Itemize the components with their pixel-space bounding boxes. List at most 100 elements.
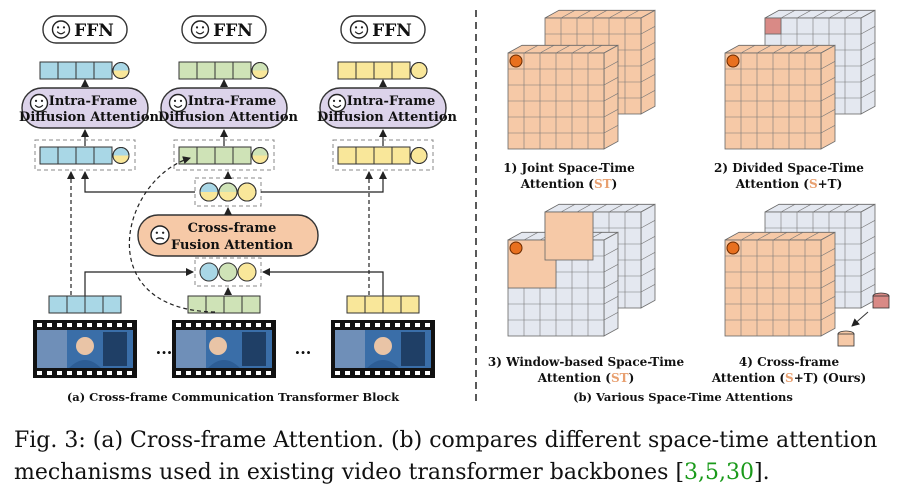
token-cell [196, 61, 216, 80]
label-part: S [809, 177, 818, 191]
intra-line1: Intra-Frame [188, 94, 277, 109]
film-hole [176, 371, 181, 375]
film-hole [415, 323, 420, 327]
variant-label-line2: Attention (S+T) (Ours) [711, 371, 866, 385]
front-frame [724, 231, 836, 337]
film-hole [425, 371, 430, 375]
label-part: T [620, 371, 629, 385]
token-cell [373, 146, 393, 165]
token-cell [232, 61, 252, 80]
token-circle-half [113, 70, 129, 79]
film-hole [127, 371, 132, 375]
token-cell [57, 61, 77, 80]
ffn-label: FFN [213, 21, 253, 41]
film-hole [355, 323, 360, 327]
intra-line1: Intra-Frame [49, 94, 138, 109]
token-cell [223, 295, 243, 314]
film-hole [117, 371, 122, 375]
token-cell [57, 146, 77, 165]
ffn-label: FFN [74, 21, 114, 41]
intra-frame-attention-box [319, 87, 447, 129]
label-part: S [611, 371, 620, 385]
fused-circles [194, 177, 262, 207]
film-hole [385, 323, 390, 327]
token-cell [241, 295, 261, 314]
child-face [76, 337, 94, 355]
film-hole [395, 371, 400, 375]
film-hole [57, 371, 62, 375]
film-hole [415, 371, 420, 375]
variant-4 [724, 203, 890, 347]
label-part: ) [612, 177, 618, 191]
arrow-to-col3 [261, 171, 387, 193]
label-part: Attention ( [537, 371, 612, 385]
film-hole [375, 323, 380, 327]
panel-a-caption: (a) Cross-frame Communication Transforme… [67, 390, 400, 404]
film-hole [365, 323, 370, 327]
variant-2 [724, 9, 876, 150]
smiley-icon [168, 93, 188, 113]
front-frame [507, 44, 619, 150]
film-hole [196, 371, 201, 375]
film-hole [117, 323, 122, 327]
film-hole [107, 371, 112, 375]
film-hole [87, 323, 92, 327]
intra-frame-attention-box [160, 87, 288, 129]
input-circle [218, 262, 238, 282]
label-part: ) [837, 177, 843, 191]
arrow-col1-in [84, 268, 194, 305]
smiley-icon [29, 93, 49, 113]
smiley-icon [349, 20, 369, 39]
fused-tokens [39, 146, 130, 165]
label-part: ) (Ours) [813, 371, 866, 385]
token-cell [391, 61, 411, 80]
token-cell [93, 146, 113, 165]
token-cell [75, 146, 95, 165]
figure-caption: Fig. 3: (a) Cross-frame Attention. (b) c… [14, 425, 909, 489]
neutral-face-icon [150, 225, 170, 245]
film-hole [47, 371, 52, 375]
variant-label-line2: Attention (S+T) [735, 177, 843, 191]
front-frame [724, 44, 836, 150]
token-cell [232, 146, 252, 165]
cross-line1: Cross-frame [188, 221, 277, 236]
input-circle [237, 262, 257, 282]
film-hole [345, 323, 350, 327]
film-hole [107, 323, 112, 327]
label-part: +T [818, 177, 837, 191]
token-cell [102, 295, 122, 314]
film-hole [37, 371, 42, 375]
film-hole [37, 323, 42, 327]
query-token-dot [509, 241, 523, 255]
token-circle-half [252, 70, 268, 79]
token-cell [48, 295, 68, 314]
query-token-dot [726, 241, 740, 255]
intra-line2: Diffusion Attention [317, 110, 457, 125]
film-hole [206, 323, 211, 327]
window-region [544, 211, 594, 261]
token-cell [346, 295, 366, 314]
child-body [69, 360, 101, 368]
film-hole [266, 371, 271, 375]
token-cell [214, 61, 234, 80]
highlight-cell [764, 17, 782, 35]
smiley-icon [51, 20, 71, 39]
fused-tokens [178, 146, 269, 165]
label-part: ) [629, 371, 635, 385]
film-hole [246, 323, 251, 327]
input-frame-3 [331, 295, 435, 378]
input-tokens [346, 295, 420, 314]
film-hole [345, 371, 350, 375]
token-cell [39, 61, 59, 80]
label-part: +T [794, 371, 813, 385]
token-cell [178, 61, 198, 80]
variant-3 [507, 203, 656, 337]
caption-suffix: ]. [754, 460, 770, 485]
label-part: Attention ( [711, 371, 786, 385]
smiley-icon [327, 93, 347, 113]
cross-line2: Fusion Attention [171, 238, 294, 253]
